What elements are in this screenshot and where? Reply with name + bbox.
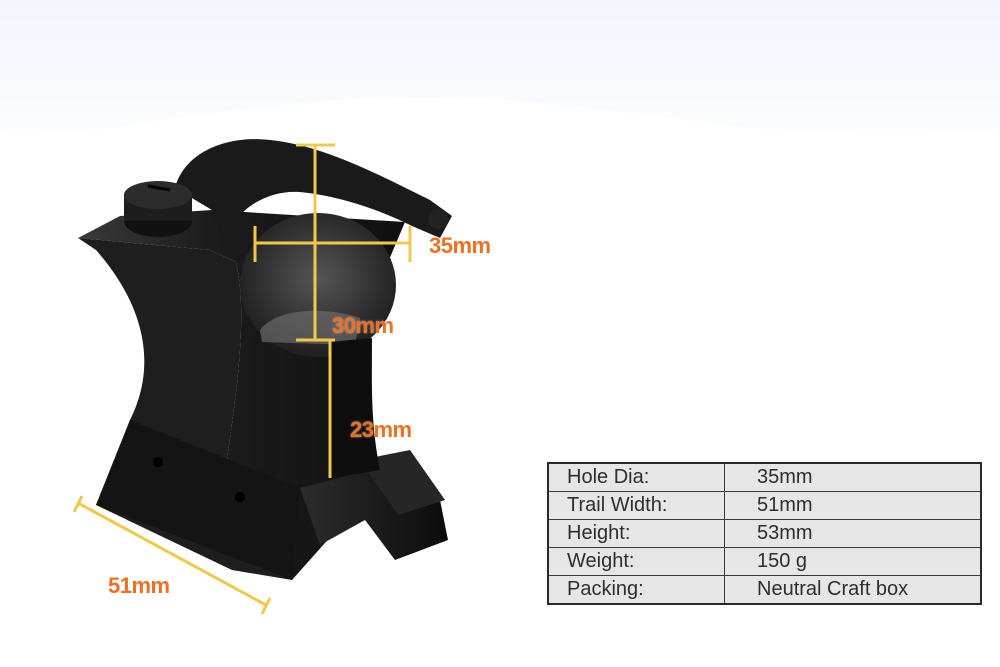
hole-diameter-label: 35mm	[429, 233, 491, 258]
dimension-lines	[72, 143, 412, 615]
table-row: Trail Width: 51mm	[547, 491, 982, 520]
base-width-label: 51mm	[108, 573, 170, 598]
mount-body	[78, 139, 452, 580]
spec-table: Hole Dia: 35mm Trail Width: 51mm Height:…	[547, 462, 982, 605]
spec-key: Weight:	[547, 547, 725, 576]
table-row: Packing: Neutral Craft box	[547, 575, 982, 605]
spec-value: 35mm	[724, 462, 982, 492]
table-row: Hole Dia: 35mm	[547, 462, 982, 492]
spec-key: Packing:	[547, 575, 725, 605]
spec-value: Neutral Craft box	[724, 575, 982, 605]
spec-value: 150 g	[724, 547, 982, 576]
spec-key: Height:	[547, 519, 725, 548]
table-row: Weight: 150 g	[547, 547, 982, 576]
spec-value: 51mm	[724, 491, 982, 520]
spec-key: Trail Width:	[547, 491, 725, 520]
upper-height-label: 30mm	[332, 313, 394, 338]
lower-height-label: 23mm	[350, 417, 412, 442]
table-row: Height: 53mm	[547, 519, 982, 548]
spec-value: 53mm	[724, 519, 982, 548]
spec-key: Hole Dia:	[547, 462, 725, 492]
